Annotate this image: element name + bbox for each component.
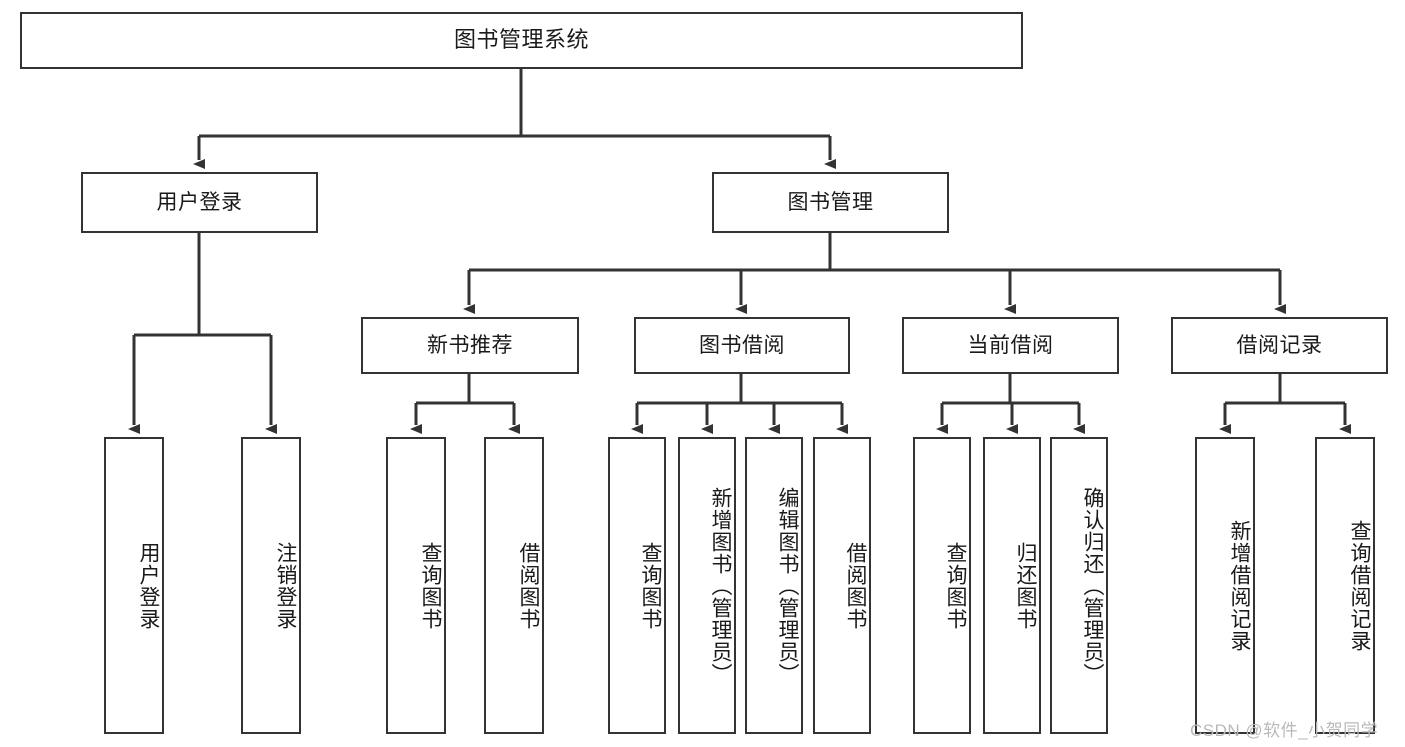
leaf-edit-book-admin[interactable]: 编辑图书（管理员） — [745, 437, 803, 734]
leaf-user-login[interactable]: 用户登录 — [104, 437, 164, 734]
node-current-borrow[interactable]: 当前借阅 — [902, 317, 1119, 374]
leaf-label: 查询借阅记录 — [1348, 519, 1371, 652]
leaf-label: 注销登录 — [274, 541, 297, 630]
leaf-confirm-return-admin[interactable]: 确认归还（管理员） — [1050, 437, 1108, 734]
watermark: CSDN @软件_小贺同学 — [1190, 721, 1379, 740]
leaf-label: 借阅图书 — [517, 541, 540, 630]
leaf-return-book[interactable]: 归还图书 — [983, 437, 1041, 734]
leaf-add-borrow-record[interactable]: 新增借阅记录 — [1195, 437, 1255, 734]
leaf-borrow-book[interactable]: 借阅图书 — [813, 437, 871, 734]
node-new-book-recommend[interactable]: 新书推荐 — [361, 317, 579, 374]
leaf-query-borrow-record[interactable]: 查询借阅记录 — [1315, 437, 1375, 734]
leaf-label: 查询图书 — [944, 541, 967, 630]
leaf-label: 新增借阅记录 — [1228, 519, 1251, 652]
leaf-label: 编辑图书（管理员） — [776, 486, 799, 685]
node-book-management[interactable]: 图书管理 — [712, 172, 949, 233]
leaf-query-books-recommend[interactable]: 查询图书 — [386, 437, 446, 734]
leaf-label: 新增图书（管理员） — [709, 486, 732, 685]
leaf-label: 借阅图书 — [844, 541, 867, 630]
leaf-label: 确认归还（管理员） — [1081, 486, 1104, 685]
leaf-label: 查询图书 — [419, 541, 442, 630]
node-user-login[interactable]: 用户登录 — [81, 172, 318, 233]
leaf-add-book-admin[interactable]: 新增图书（管理员） — [678, 437, 736, 734]
leaf-label: 归还图书 — [1014, 541, 1037, 630]
leaf-logout[interactable]: 注销登录 — [241, 437, 301, 734]
leaf-label: 用户登录 — [137, 541, 160, 630]
node-borrow-record[interactable]: 借阅记录 — [1171, 317, 1388, 374]
leaf-borrow-books-recommend[interactable]: 借阅图书 — [484, 437, 544, 734]
node-book-borrow[interactable]: 图书借阅 — [634, 317, 850, 374]
leaf-query-books-borrow[interactable]: 查询图书 — [608, 437, 666, 734]
leaf-label: 查询图书 — [639, 541, 662, 630]
leaf-query-books-current[interactable]: 查询图书 — [913, 437, 971, 734]
node-root[interactable]: 图书管理系统 — [20, 12, 1023, 69]
